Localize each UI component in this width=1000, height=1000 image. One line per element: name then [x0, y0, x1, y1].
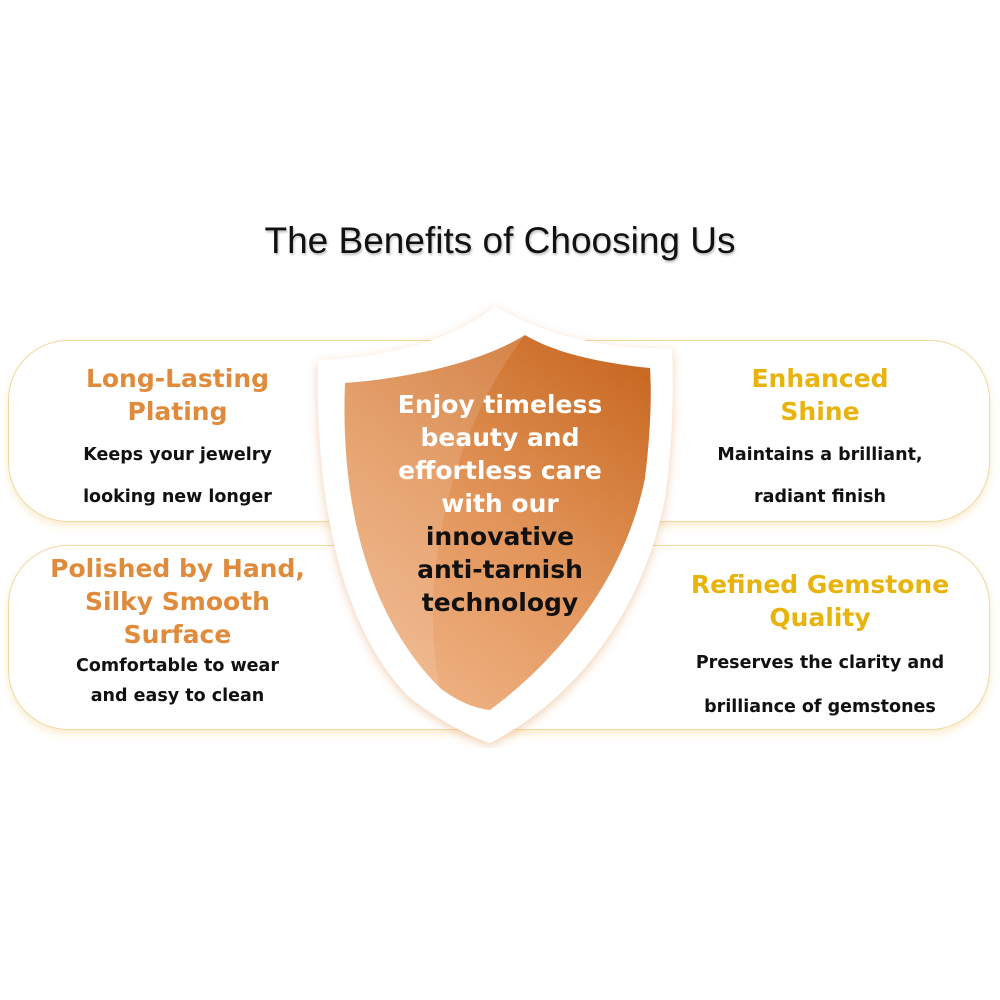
shield-text-line: innovative	[425, 522, 575, 551]
benefit-desc: radiant finish	[754, 487, 886, 507]
benefit-heading: Surface	[123, 620, 232, 649]
benefit-heading: Long-Lasting	[85, 364, 270, 393]
benefit-heading: Silky Smooth	[85, 587, 270, 616]
shield-icon	[317, 306, 673, 743]
benefit-desc: brilliance of gemstones	[704, 697, 936, 717]
page-title: The Benefits of Choosing Us	[264, 220, 736, 261]
shield-text-line: Enjoy timeless	[397, 390, 603, 419]
shield-text-line: with our	[441, 489, 559, 518]
benefit-desc: looking new longer	[83, 487, 272, 507]
benefit-desc: Comfortable to wear	[76, 656, 279, 676]
shield-text-line: beauty and	[420, 423, 580, 452]
benefit-desc: Keeps your jewelry	[83, 445, 272, 465]
benefit-enhanced-shine: Enhanced Shine Maintains a brilliant, ra…	[660, 362, 980, 512]
benefit-desc: Preserves the clarity and	[695, 653, 945, 673]
benefit-heading: Shine	[780, 397, 860, 426]
benefit-long-lasting-plating: Long-Lasting Plating Keeps your jewelry …	[20, 362, 335, 512]
benefit-heading: Enhanced	[751, 364, 889, 393]
shield-text-line: anti-tarnish	[417, 555, 583, 584]
benefit-heading: Quality	[769, 603, 871, 632]
benefit-desc: Maintains a brilliant,	[717, 445, 923, 465]
benefit-refined-gemstone: Refined Gemstone Quality Preserves the c…	[660, 568, 980, 722]
benefit-polished-by-hand: Polished by Hand, Silky Smooth Surface C…	[20, 552, 335, 711]
benefit-heading: Refined Gemstone	[690, 570, 950, 599]
shield-text-line: effortless care	[398, 456, 602, 485]
benefit-heading: Polished by Hand,	[50, 554, 305, 583]
shield-text-line: technology	[421, 588, 579, 617]
shield-message: Enjoy timeless beauty and effortless car…	[350, 388, 650, 619]
benefit-desc: and easy to clean	[90, 686, 265, 706]
benefit-heading: Plating	[127, 397, 228, 426]
